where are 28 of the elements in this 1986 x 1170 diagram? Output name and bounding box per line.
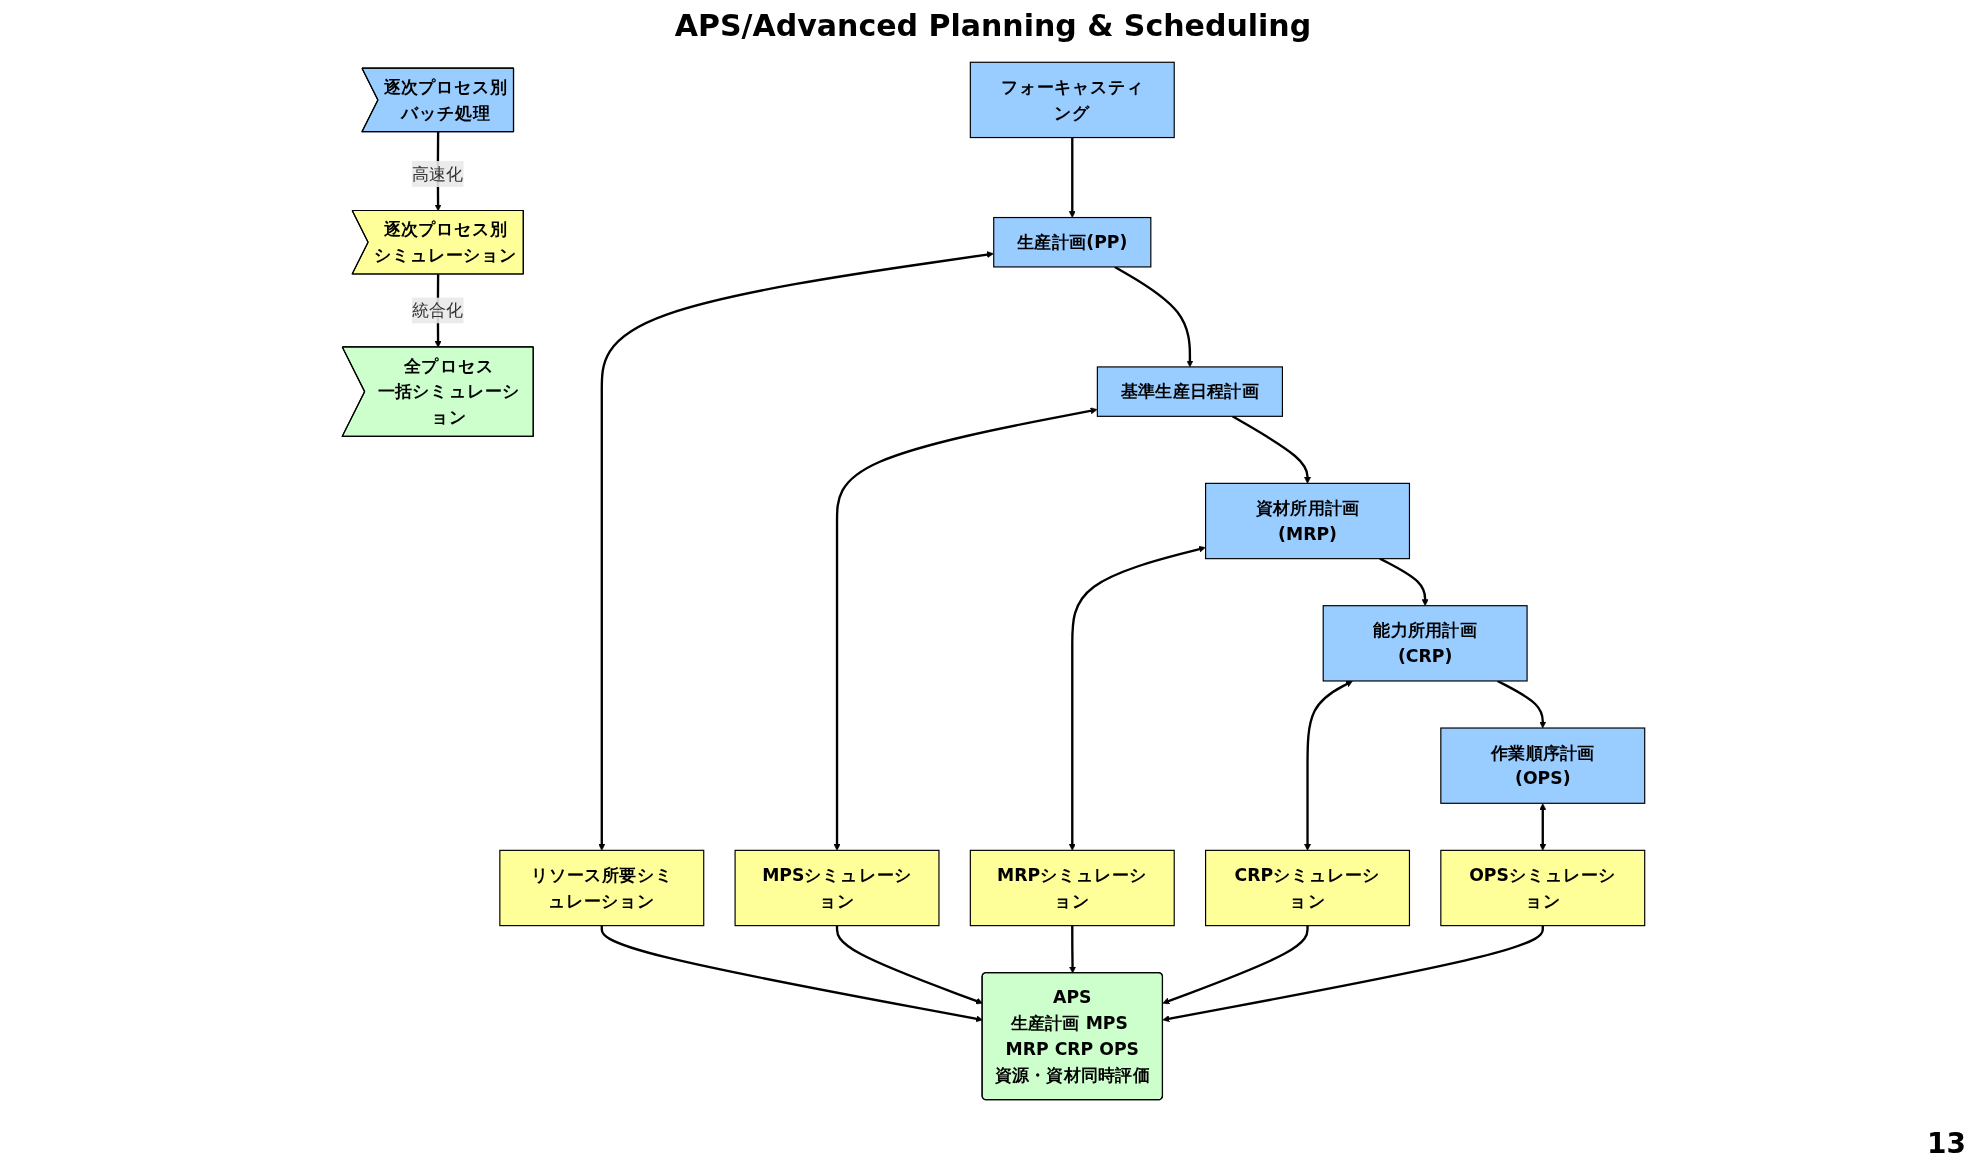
arrow [1303,680,1353,851]
node-box: フォーキャスティング [969,61,1175,139]
arrow [597,251,994,851]
arrow [1231,415,1311,484]
node-box: MPSシミュレーション [734,849,940,927]
edge-label: 統合化 [411,300,464,321]
node-box: OPSシミュレーション [1439,849,1645,927]
diagram-title: APS/Advanced Planning & Scheduling [673,8,1313,43]
node-box: 資材所用計画(MRP) [1204,482,1410,560]
arrow [1068,925,1076,974]
node-box: 作業順序計画(OPS) [1439,727,1645,804]
node-box: 生産計画(PP) [992,216,1151,268]
arrow [1378,557,1429,606]
arrow [833,407,1097,851]
arrow [1162,925,1544,1023]
arrow [1162,925,1309,1005]
arrow [1113,265,1193,368]
node-box: 基準生産日程計画 [1096,366,1283,417]
page-number: 13 [1927,1127,1966,1160]
node-box: MRPシミュレーション [969,849,1175,927]
arrow [1538,803,1546,851]
node-box: 能力所用計画(CRP) [1322,605,1528,682]
arrow [1496,679,1546,729]
node-box: リソース所要シミュレーション [498,849,704,927]
edge-label: 高速化 [411,164,464,184]
node-box: CRPシミュレーション [1204,849,1410,927]
arrow [1068,137,1076,218]
arrow [1068,545,1206,851]
